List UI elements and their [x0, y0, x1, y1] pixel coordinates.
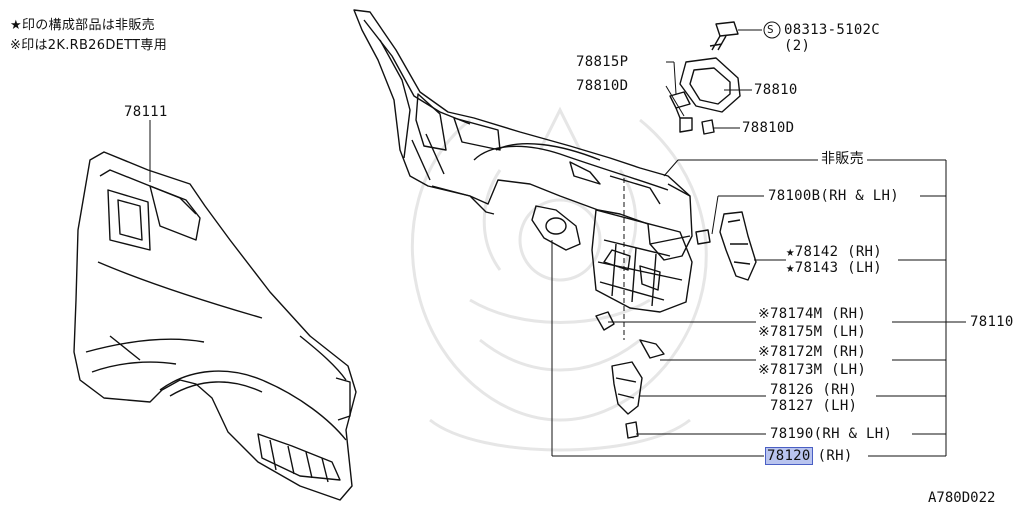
extension-panel-78120 [531, 205, 581, 251]
note-not-sold: ★印の構成部品は非販売 [10, 18, 155, 33]
note-rb26-only: ※印は2K.RB26DETT専用 [10, 38, 167, 53]
grommet-78815p [669, 91, 691, 119]
leader-lines [149, 29, 966, 457]
callout-78173m[interactable]: ※78173M (LH) [758, 362, 867, 378]
fuel-lid-bolt [709, 21, 739, 51]
watermark-crest [410, 106, 708, 452]
inner-quarter-panel [353, 9, 693, 261]
callout-78172m[interactable]: ※78172M (RH) [758, 344, 867, 360]
callout-78120-highlighted[interactable]: 78120 [765, 447, 813, 465]
standard-part-mark-icon [763, 21, 781, 39]
reinforcement-78142 [719, 211, 757, 281]
pin-78100b [695, 229, 711, 245]
not-sold-label: 非販売 [818, 152, 867, 167]
callout-78815p[interactable]: 78815P [576, 54, 629, 70]
callout-78810d-b[interactable]: 78810D [742, 120, 795, 136]
bracket-78172m [639, 339, 665, 359]
standard-part-mark-label: S [767, 23, 774, 36]
fuel-lid-housing [679, 57, 741, 113]
callout-78110[interactable]: 78110 [970, 314, 1014, 330]
callout-bolt[interactable]: 08313-5102C [784, 22, 881, 38]
inner-extension-block [591, 209, 693, 313]
callout-78143[interactable]: ★78143 (LH) [786, 260, 883, 276]
callout-78810d-a[interactable]: 78810D [576, 78, 629, 94]
callout-78120-side: (RH) [817, 448, 853, 464]
callout-78190[interactable]: 78190(RH & LH) [770, 426, 893, 442]
clip-78190 [625, 421, 639, 439]
callout-78100b[interactable]: 78100B(RH & LH) [768, 188, 899, 204]
callout-78810[interactable]: 78810 [754, 82, 798, 98]
callout-78127[interactable]: 78127 (LH) [770, 398, 858, 414]
callout-78120-row: 78120(RH) [765, 447, 853, 465]
outer-quarter-panel [73, 151, 357, 501]
callout-78111[interactable]: 78111 [124, 104, 168, 120]
callout-78126[interactable]: 78126 (RH) [770, 382, 858, 398]
callout-78175m[interactable]: ※78175M (LH) [758, 324, 867, 340]
stay-78126 [611, 361, 643, 415]
callout-78174m[interactable]: ※78174M (RH) [758, 306, 867, 322]
drawing-code: A780D022 [928, 490, 996, 506]
clip-78810d [679, 117, 715, 135]
bracket-78174m [595, 311, 615, 331]
callout-78142[interactable]: ★78142 (RH) [786, 244, 883, 260]
callout-bolt-qty: (2) [784, 38, 811, 54]
